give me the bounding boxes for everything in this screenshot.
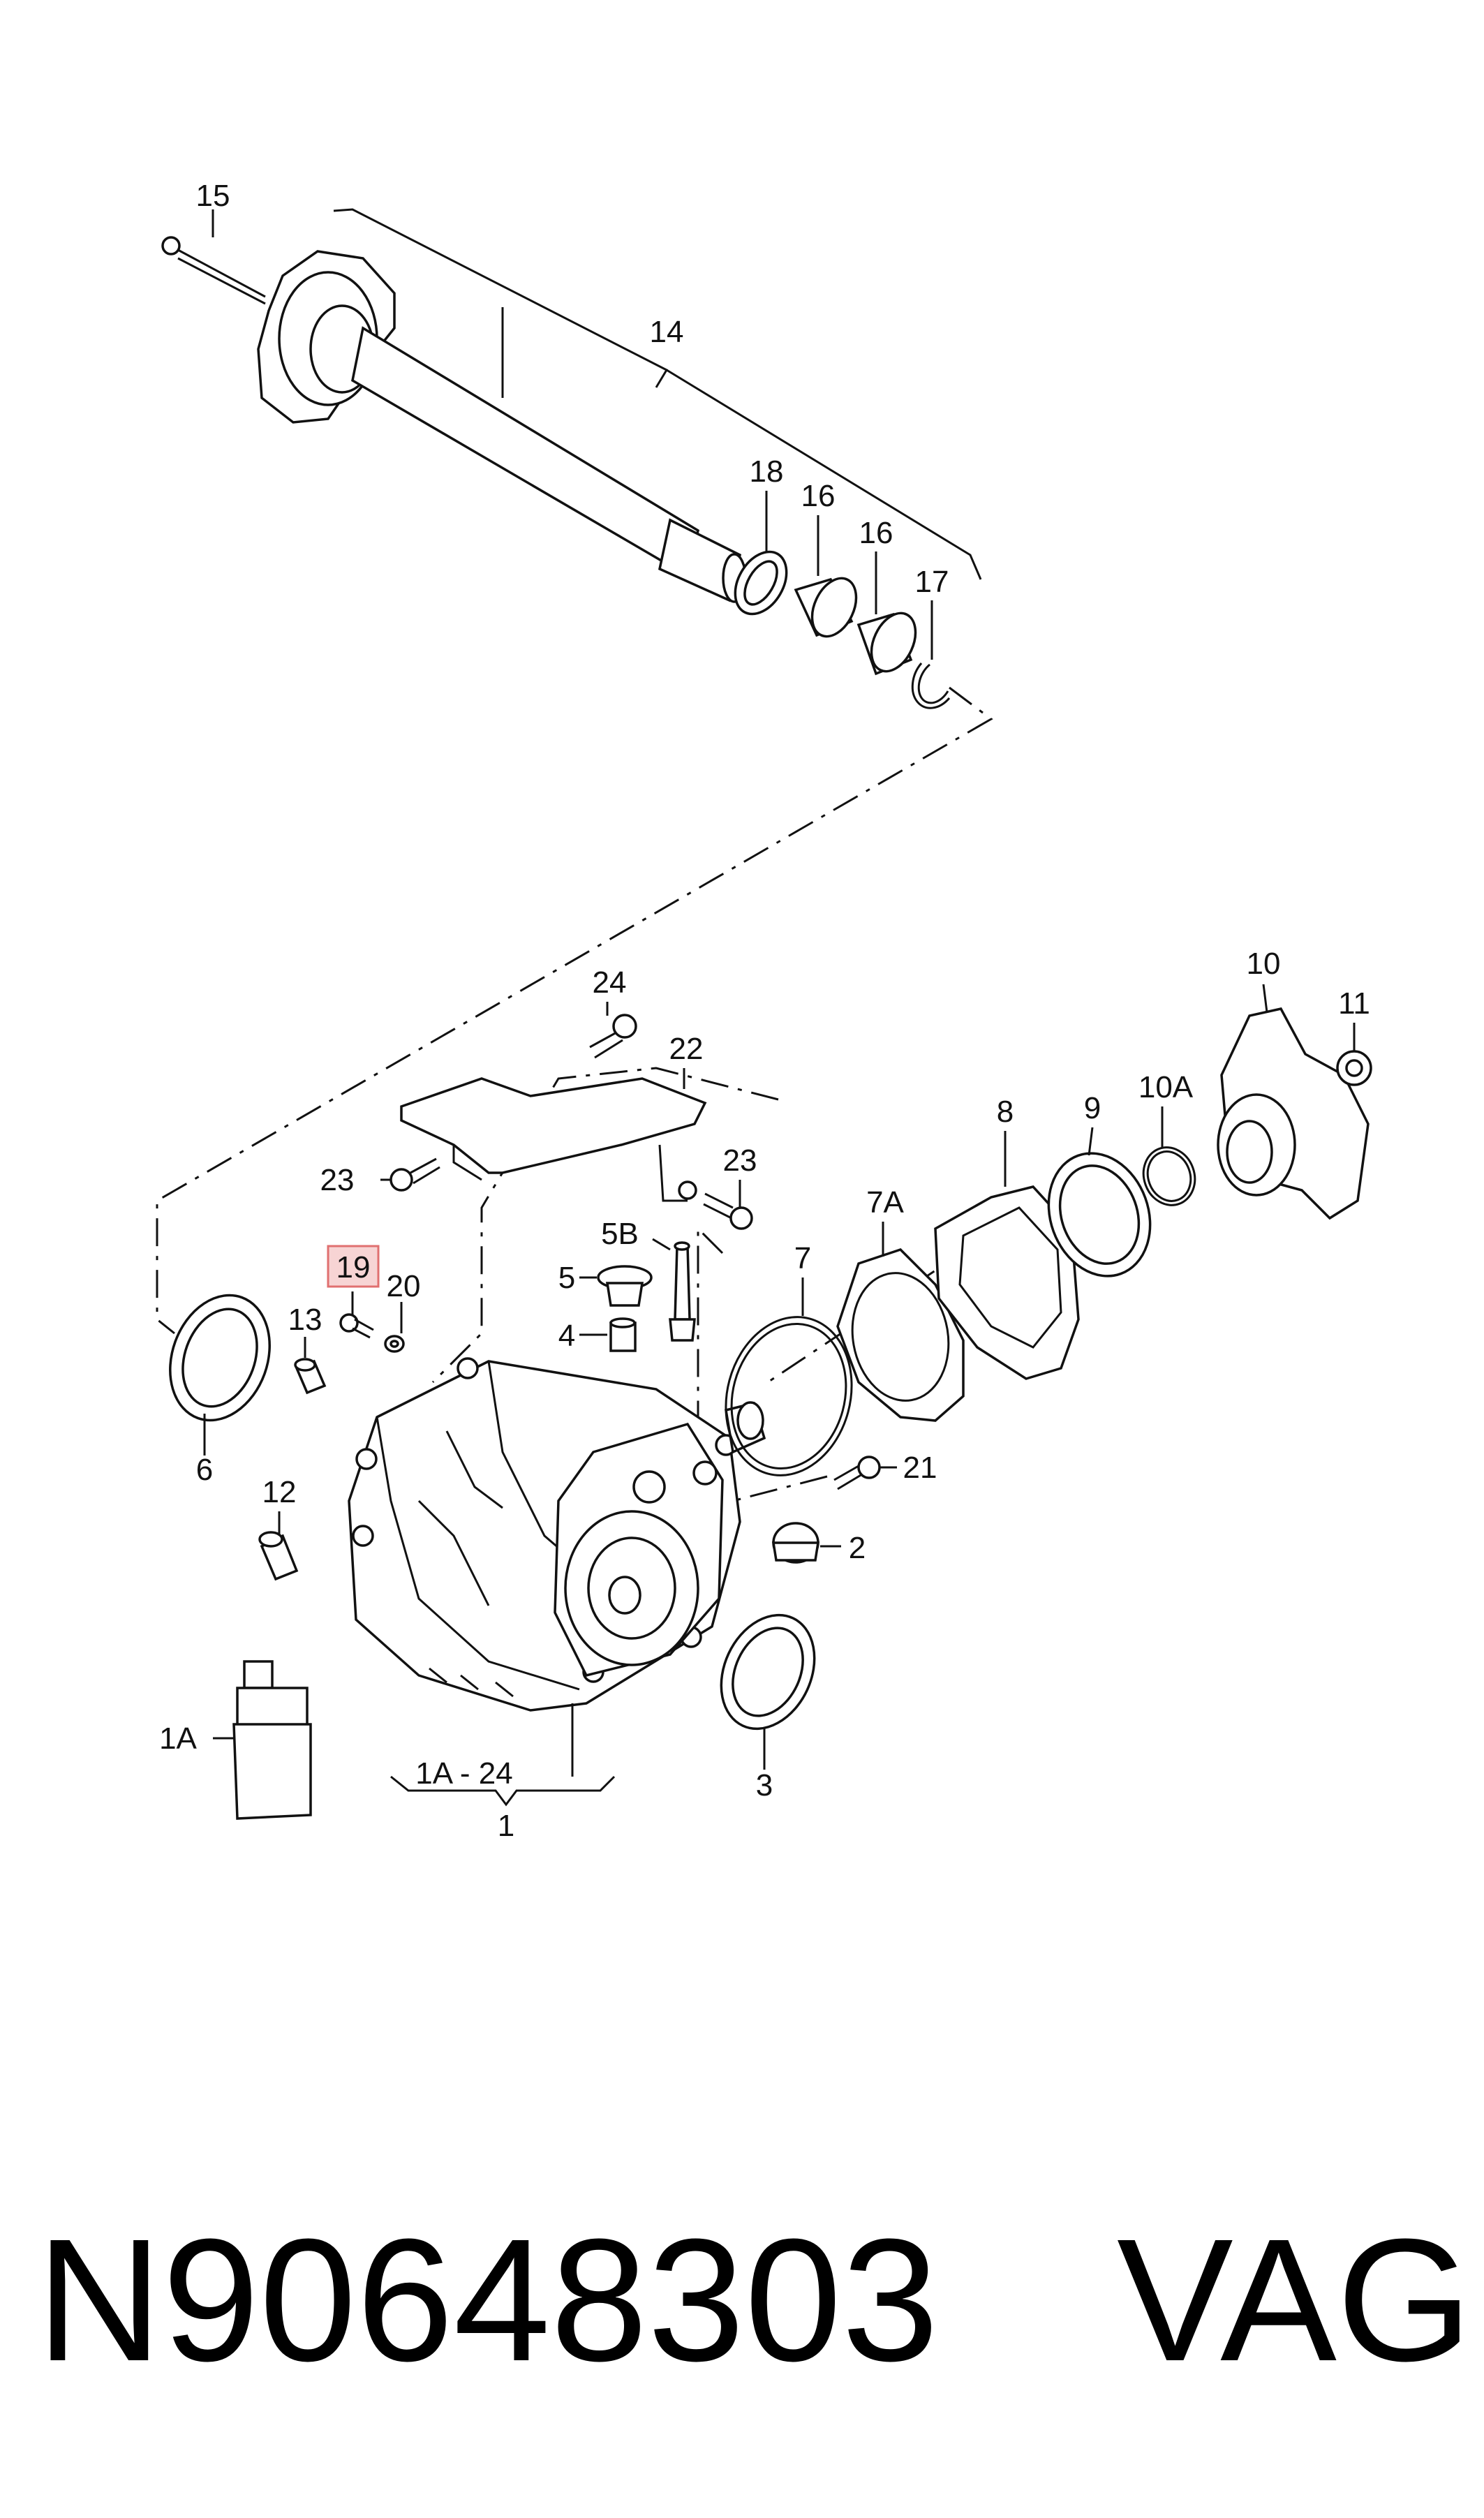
callout-5: 5 [558,1261,575,1295]
callout-17: 17 [915,565,949,599]
callout-18: 18 [750,454,784,489]
seal-9 [1047,1152,1152,1277]
callout-1: 1 [498,1809,514,1843]
part-number: N90648303 [36,2202,939,2397]
flange-10 [1217,1007,1370,1220]
leader-lines [203,984,1356,1777]
exploded-parts-diagram: 15 14 18 16 16 17 24 22 23 23 10 11 10A … [156,179,1372,1843]
bearing-16a [794,577,858,638]
assembly-line-shaft [156,686,993,1335]
seal-6 [169,1294,271,1422]
bearing-16b [856,612,917,676]
bolt-15 [161,236,266,305]
oil-bottle-1A [232,1660,312,1820]
callout-2: 2 [849,1531,866,1565]
o-ring-10A [1142,1146,1196,1206]
callout-3: 3 [756,1768,773,1802]
cap-2 [771,1522,820,1564]
callout-21: 21 [903,1451,937,1485]
callout-24: 24 [593,965,627,1000]
nut-11 [1336,1050,1372,1086]
callout-6: 6 [196,1453,213,1487]
callout-16a: 16 [801,479,836,513]
bolt-23-left [389,1157,440,1192]
callout-12: 12 [262,1475,297,1509]
callout-8: 8 [997,1095,1014,1129]
gasket-7A [836,1247,965,1422]
callout-1A: 1A [159,1721,197,1756]
cap-5 [597,1265,653,1307]
plug-13 [294,1358,327,1395]
range-bracket [390,1775,616,1807]
callout-10: 10 [1247,947,1281,981]
bolt-23-right [703,1192,753,1230]
assembly-line-right [697,1226,724,1462]
callout-9: 9 [1084,1091,1101,1125]
callout-20: 20 [387,1269,421,1303]
callout-7A: 7A [866,1185,904,1220]
circlip-17 [911,662,951,709]
ring-18 [734,550,788,616]
callout-7: 7 [794,1241,811,1275]
brand-name: VAG [1117,2202,1473,2397]
bolt-21 [833,1456,881,1490]
range-label: 1A - 24 [415,1756,512,1791]
cover-8 [934,1185,1080,1380]
washer-20 [384,1335,405,1353]
plug-12 [258,1531,299,1581]
cover-plate-22 [400,1077,707,1202]
final-drive-housing [348,1357,766,1712]
highlight-box-19 [327,1245,380,1288]
callout-5B: 5B [601,1217,639,1251]
callout-15: 15 [196,179,230,213]
callout-labels: 15 14 18 16 16 17 24 22 23 23 10 11 10A … [159,179,1370,1843]
o-ring-7 [725,1316,853,1476]
bolt-19 [339,1313,374,1339]
callout-19: 19 [336,1250,371,1284]
drive-shaft-assembly [161,208,982,709]
seal-3 [720,1613,816,1731]
shaft-flange [257,250,396,424]
callout-4: 4 [558,1319,575,1353]
callout-23-right: 23 [723,1143,757,1178]
callout-11: 11 [1338,986,1370,1021]
assembly-line-bolt21 [732,1475,828,1502]
callout-13: 13 [288,1303,322,1337]
pin-5B [669,1241,696,1342]
callout-14: 14 [650,315,684,349]
callout-23-left: 23 [320,1163,355,1197]
sleeve-4 [609,1317,637,1352]
callout-10A: 10A [1138,1070,1194,1104]
callout-22: 22 [669,1032,704,1066]
callout-16b: 16 [859,516,893,550]
bolt-24 [589,1014,637,1059]
